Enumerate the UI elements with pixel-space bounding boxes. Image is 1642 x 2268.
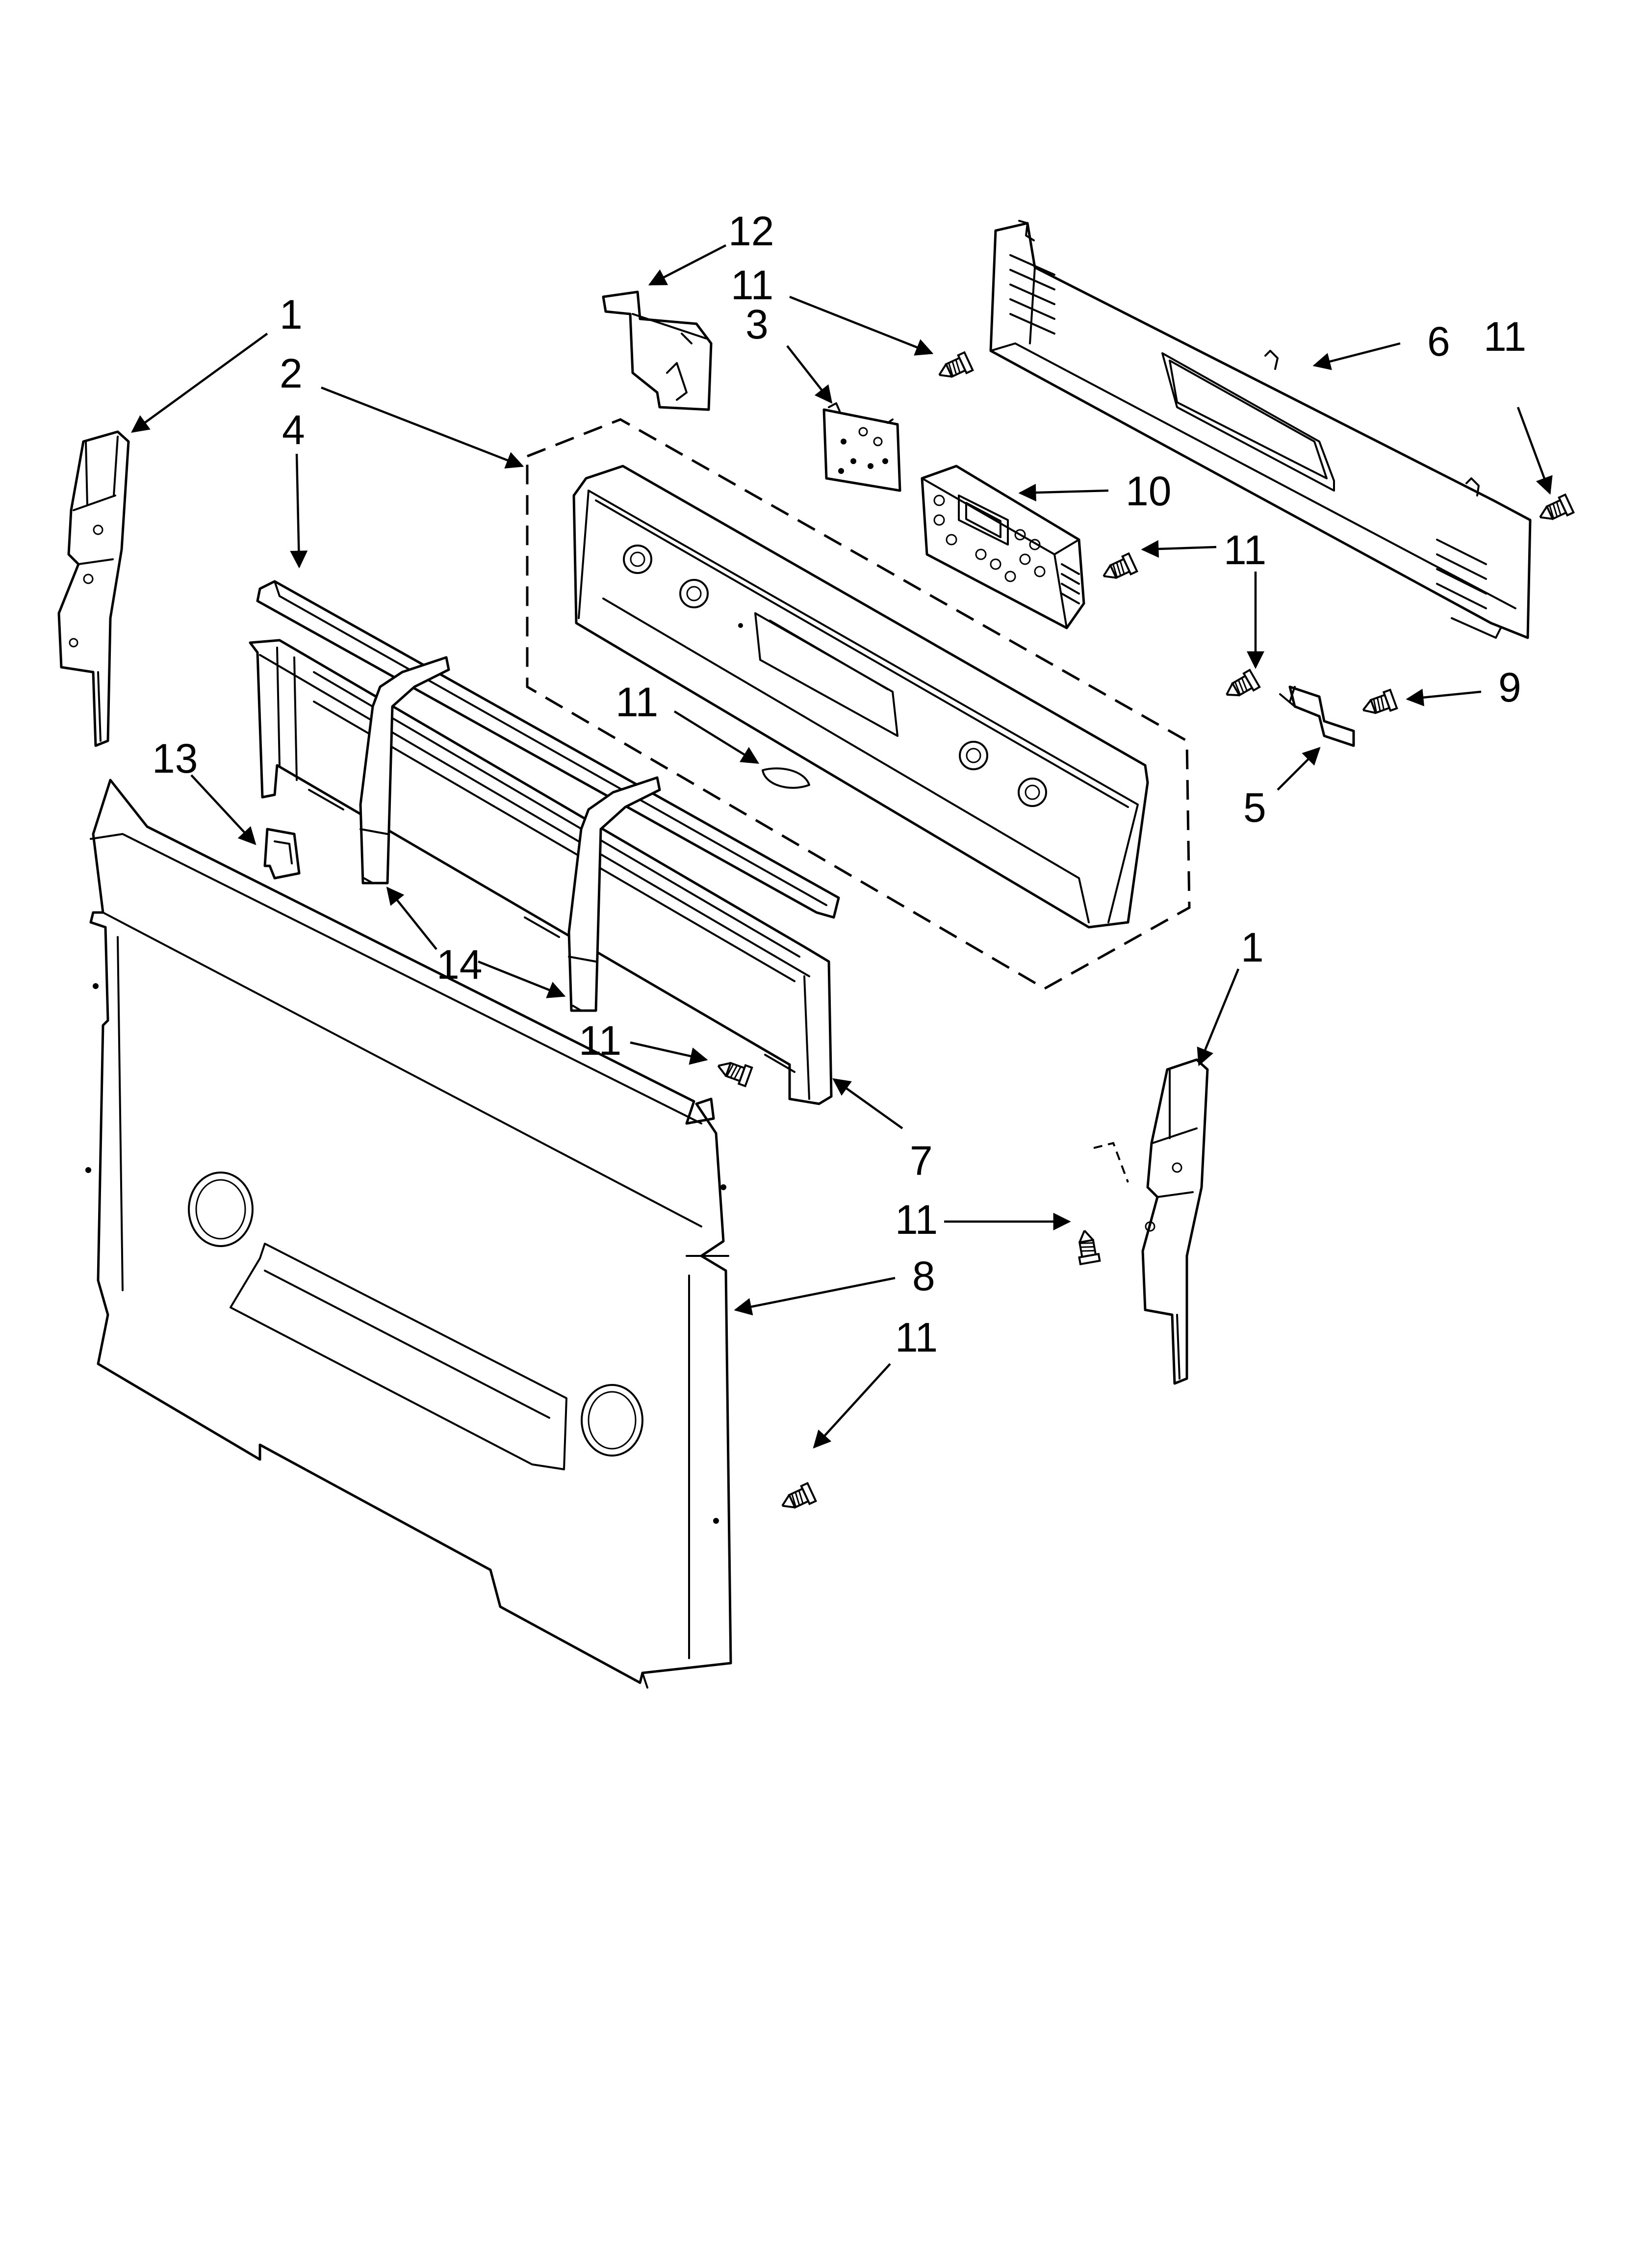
strap-right (567, 776, 661, 1012)
clip-bracket (602, 290, 713, 411)
screw-11-front (777, 1482, 817, 1516)
screw-11-console (1220, 669, 1261, 704)
front-panel (85, 779, 732, 1689)
callout-1-left: 1 (280, 291, 303, 338)
callout-9: 9 (1498, 664, 1521, 710)
strap-left (359, 656, 450, 885)
screw-11-upper (934, 351, 974, 385)
callout-11-e: 11 (895, 1197, 938, 1243)
callout-6: 6 (1427, 318, 1450, 365)
rear-panel (989, 220, 1532, 639)
callout-1-right: 1 (1241, 924, 1264, 970)
upper-rail (256, 580, 840, 919)
callout-15: 14 (436, 941, 482, 988)
callout-10: 10 (1126, 468, 1171, 514)
callout-labels: 1 1 2 3 4 5 6 7 8 9 10 11 11 11 11 11 11… (152, 208, 1526, 1360)
electronic-control-board (921, 465, 1085, 629)
screw-11-top-right (1535, 494, 1575, 527)
lower-frame (249, 639, 833, 1105)
leader-lines (131, 244, 1553, 1449)
callout-11-a: 11 (731, 262, 773, 308)
side-bracket-left (57, 430, 130, 747)
screw-11-control (1098, 552, 1138, 586)
callout-14: 13 (152, 735, 198, 782)
callout-3: 3 (745, 301, 769, 347)
control-panel-assembly (526, 418, 1191, 990)
small-clip (1279, 685, 1355, 747)
callout-5: 5 (1243, 784, 1266, 831)
small-circuit-board (822, 402, 901, 492)
callout-11-c: 11 (1224, 527, 1266, 573)
callout-2: 2 (280, 350, 303, 396)
door-switch-clip (263, 828, 301, 880)
side-bracket-right (1093, 1058, 1209, 1385)
callout-4: 4 (282, 407, 305, 453)
screw-11-side (1074, 1227, 1101, 1265)
callout-11-d: 11 (579, 1017, 621, 1064)
callout-11-b: 11 (1484, 313, 1526, 360)
screw-9 (1359, 689, 1398, 721)
callout-13: 12 (728, 208, 774, 254)
callout-8: 8 (912, 1253, 935, 1299)
screw-11-frame (714, 1055, 753, 1087)
callout-12: 11 (616, 679, 658, 725)
callout-11-f: 11 (895, 1314, 938, 1360)
callout-7: 7 (910, 1138, 933, 1184)
